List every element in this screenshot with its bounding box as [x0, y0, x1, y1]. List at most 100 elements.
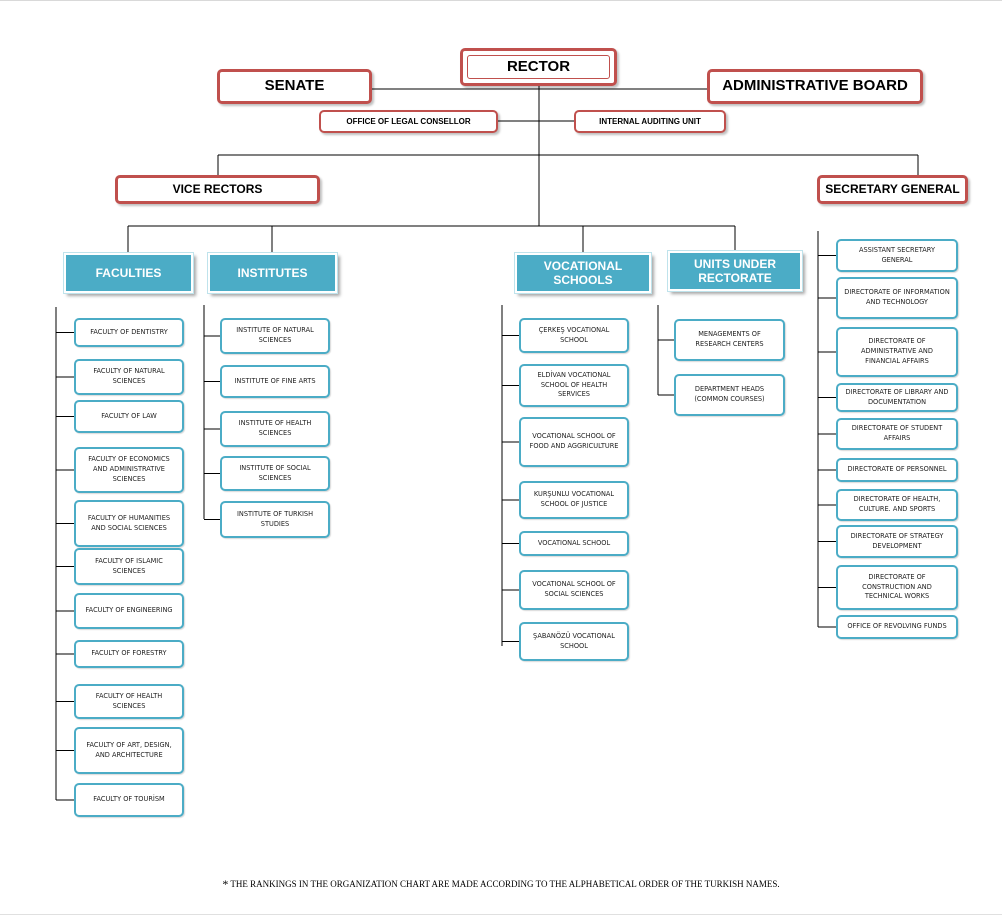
secretary-unit-item[interactable]: DIRECTORATE OF ADMINISTRATIVE AND FINANC… [836, 327, 958, 377]
administrative-board-box-label: ADMINISTRATIVE BOARD [722, 77, 908, 95]
secretary-unit-item-label: DIRECTORATE OF ADMINISTRATIVE AND FINANC… [861, 337, 933, 365]
faculties-header[interactable]: FACULTIES [63, 252, 194, 294]
legal-office-box-label: OFFICE OF LEGAL CONSELLOR [346, 116, 471, 126]
administrative-board-box[interactable]: ADMINISTRATIVE BOARD [707, 69, 923, 104]
vocational-school-item[interactable]: ELDİVAN VOCATIONAL SCHOOL OF HEALTH SERV… [519, 364, 629, 407]
faculty-item[interactable]: FACULTY OF TOURİSM [74, 783, 184, 817]
vice-rectors-box[interactable]: VICE RECTORS [115, 175, 320, 204]
secretary-unit-item-label: DIRECTORATE OF INFORMATION AND TECHNOLOG… [844, 288, 950, 306]
institute-item-label: INSTITUTE OF SOCIAL SCIENCES [239, 463, 311, 482]
vocational-schools-header-label: VOCATIONAL SCHOOLS [543, 258, 623, 287]
secretary-unit-item-label: DIRECTORATE OF STUDENT AFFAIRS [851, 424, 943, 442]
units-under-rectorate-header[interactable]: UNITS UNDER RECTORATE [667, 250, 803, 292]
faculty-item[interactable]: FACULTY OF NATURAL SCIENCES [74, 359, 184, 395]
secretary-unit-item-label: OFFICE OF REVOLVING FUNDS [847, 622, 947, 631]
secretary-unit-item-label: DIRECTORATE OF STRATEGY DEVELOPMENT [850, 531, 944, 550]
institutes-header[interactable]: INSTITUTES [207, 252, 338, 294]
faculty-item-label: FACULTY OF DENTISTRY [90, 327, 168, 336]
faculty-item-label: FACULTY OF LAW [101, 411, 157, 420]
institute-item-label: INSTITUTE OF TURKISH STUDIES [236, 509, 314, 528]
secretary-unit-item[interactable]: DIRECTORATE OF CONSTRUCTION AND TECHNICA… [836, 565, 958, 610]
institute-item-label: INSTITUTE OF FINE ARTS [234, 376, 316, 385]
secretary-unit-item-label: DIRECTORATE OF PERSONNEL [847, 465, 947, 474]
vocational-school-item[interactable]: KURŞUNLU VOCATIONAL SCHOOL OF JUSTICE [519, 481, 629, 519]
bottom-border-line [0, 914, 1002, 915]
top-border-line [0, 0, 1002, 1]
faculty-item[interactable]: FACULTY OF ECONOMICS AND ADMINISTRATIVE … [74, 447, 184, 493]
vocational-school-item[interactable]: VOCATIONAL SCHOOL OF FOOD AND AGGRICULTU… [519, 417, 629, 467]
vocational-school-item[interactable]: ŞABANÖZÜ VOCATIONAL SCHOOL [519, 622, 629, 661]
vocational-school-item-label: VOCATIONAL SCHOOL OF FOOD AND AGGRICULTU… [529, 432, 619, 450]
footnote: * THE RANKINGS IN THE ORGANIZATION CHART… [0, 877, 1002, 892]
faculty-item-label: FACULTY OF FORESTRY [91, 649, 167, 658]
secretary-unit-item-label: DIRECTORATE OF LIBRARY AND DOCUMENTATION [845, 387, 949, 406]
research-unit-item-label: MENAGEMENTS OF RESEARCH CENTERS [695, 330, 764, 348]
secretary-unit-item[interactable]: DIRECTORATE OF STRATEGY DEVELOPMENT [836, 525, 958, 558]
footnote-text: THE RANKINGS IN THE ORGANIZATION CHART A… [228, 879, 780, 889]
institute-item-label: INSTITUTE OF HEALTH SCIENCES [238, 419, 312, 437]
vocational-school-item-label: ÇERKEŞ VOCATIONAL SCHOOL [538, 325, 610, 344]
faculty-item[interactable]: FACULTY OF ART, DESIGN, AND ARCHITECTURE [74, 727, 184, 774]
faculty-item[interactable]: FACULTY OF FORESTRY [74, 640, 184, 668]
vocational-schools-header[interactable]: VOCATIONAL SCHOOLS [514, 252, 652, 294]
secretary-unit-item[interactable]: DIRECTORATE OF INFORMATION AND TECHNOLOG… [836, 277, 958, 319]
secretary-unit-item-label: DIRECTORATE OF HEALTH, CULTURE. AND SPOR… [853, 495, 941, 513]
faculties-header-label: FACULTIES [95, 265, 162, 280]
institutes-header-label: INSTITUTES [237, 265, 308, 280]
faculty-item-label: FACULTY OF ISLAMIC SCIENCES [95, 556, 163, 575]
institute-item[interactable]: INSTITUTE OF SOCIAL SCIENCES [220, 456, 330, 491]
secretary-unit-item-label: DIRECTORATE OF CONSTRUCTION AND TECHNICA… [862, 572, 932, 601]
faculty-item[interactable]: FACULTY OF ENGINEERING [74, 593, 184, 629]
vocational-school-item[interactable]: VOCATIONAL SCHOOL [519, 531, 629, 556]
secretary-unit-item[interactable]: DIRECTORATE OF HEALTH, CULTURE. AND SPOR… [836, 489, 958, 521]
secretary-unit-item[interactable]: DIRECTORATE OF STUDENT AFFAIRS [836, 418, 958, 450]
institute-item[interactable]: INSTITUTE OF TURKISH STUDIES [220, 501, 330, 538]
secretary-unit-item[interactable]: DIRECTORATE OF PERSONNEL [836, 458, 958, 482]
secretary-unit-item[interactable]: DIRECTORATE OF LIBRARY AND DOCUMENTATION [836, 383, 958, 412]
units-under-rectorate-header-label: UNITS UNDER RECTORATE [693, 256, 776, 285]
faculty-item-label: FACULTY OF ART, DESIGN, AND ARCHITECTURE [86, 740, 172, 759]
vocational-school-item-label: VOCATIONAL SCHOOL OF SOCIAL SCIENCES [532, 580, 616, 598]
research-unit-item[interactable]: DEPARTMENT HEADS (COMMON COURSES) [674, 374, 785, 416]
rector-inner-frame: RECTOR [467, 55, 610, 79]
legal-office-box[interactable]: OFFICE OF LEGAL CONSELLOR [319, 110, 498, 133]
faculty-item-label: FACULTY OF ENGINEERING [85, 606, 173, 615]
footnote-asterisk: * [222, 877, 229, 891]
faculty-item-label: FACULTY OF NATURAL SCIENCES [93, 367, 165, 385]
vocational-school-item[interactable]: ÇERKEŞ VOCATIONAL SCHOOL [519, 318, 629, 353]
auditing-unit-box[interactable]: INTERNAL AUDITING UNIT [574, 110, 726, 133]
institute-item[interactable]: INSTITUTE OF HEALTH SCIENCES [220, 411, 330, 447]
institute-item[interactable]: INSTITUTE OF NATURAL SCIENCES [220, 318, 330, 354]
research-unit-item[interactable]: MENAGEMENTS OF RESEARCH CENTERS [674, 319, 785, 361]
vocational-school-item[interactable]: VOCATIONAL SCHOOL OF SOCIAL SCIENCES [519, 570, 629, 610]
vocational-school-item-label: ŞABANÖZÜ VOCATIONAL SCHOOL [533, 631, 615, 650]
faculty-item-label: FACULTY OF HUMANITIES AND SOCIAL SCIENCE… [87, 513, 171, 532]
vocational-school-item-label: KURŞUNLU VOCATIONAL SCHOOL OF JUSTICE [533, 490, 615, 508]
secretary-unit-item[interactable]: ASSISTANT SECRETARY GENERAL [836, 239, 958, 272]
institute-item-label: INSTITUTE OF NATURAL SCIENCES [236, 326, 314, 344]
faculty-item[interactable]: FACULTY OF DENTISTRY [74, 318, 184, 347]
research-unit-item-label: DEPARTMENT HEADS (COMMON COURSES) [694, 385, 765, 403]
secretary-general-box-label: SECRETARY GENERAL [825, 182, 960, 196]
vocational-school-item-label: ELDİVAN VOCATIONAL SCHOOL OF HEALTH SERV… [537, 370, 611, 399]
faculty-item-label: FACULTY OF ECONOMICS AND ADMINISTRATIVE … [88, 455, 170, 483]
faculty-item[interactable]: FACULTY OF LAW [74, 400, 184, 433]
rector-box[interactable]: RECTOR [460, 48, 617, 86]
secretary-unit-item-label: ASSISTANT SECRETARY GENERAL [858, 245, 935, 264]
rector-box-label: RECTOR [506, 57, 571, 75]
senate-box-label: SENATE [264, 77, 325, 95]
vice-rectors-box-label: VICE RECTORS [172, 182, 263, 196]
senate-box[interactable]: SENATE [217, 69, 372, 104]
faculty-item[interactable]: FACULTY OF HEALTH SCIENCES [74, 684, 184, 719]
faculty-item[interactable]: FACULTY OF ISLAMIC SCIENCES [74, 548, 184, 585]
faculty-item-label: FACULTY OF HEALTH SCIENCES [95, 691, 163, 710]
vocational-school-item-label: VOCATIONAL SCHOOL [537, 538, 611, 547]
secretary-unit-item[interactable]: OFFICE OF REVOLVING FUNDS [836, 615, 958, 639]
faculty-item[interactable]: FACULTY OF HUMANITIES AND SOCIAL SCIENCE… [74, 500, 184, 547]
institute-item[interactable]: INSTITUTE OF FINE ARTS [220, 365, 330, 398]
faculty-item-label: FACULTY OF TOURİSM [93, 795, 165, 804]
auditing-unit-box-label: INTERNAL AUDITING UNIT [599, 116, 701, 126]
secretary-general-box[interactable]: SECRETARY GENERAL [817, 175, 968, 204]
